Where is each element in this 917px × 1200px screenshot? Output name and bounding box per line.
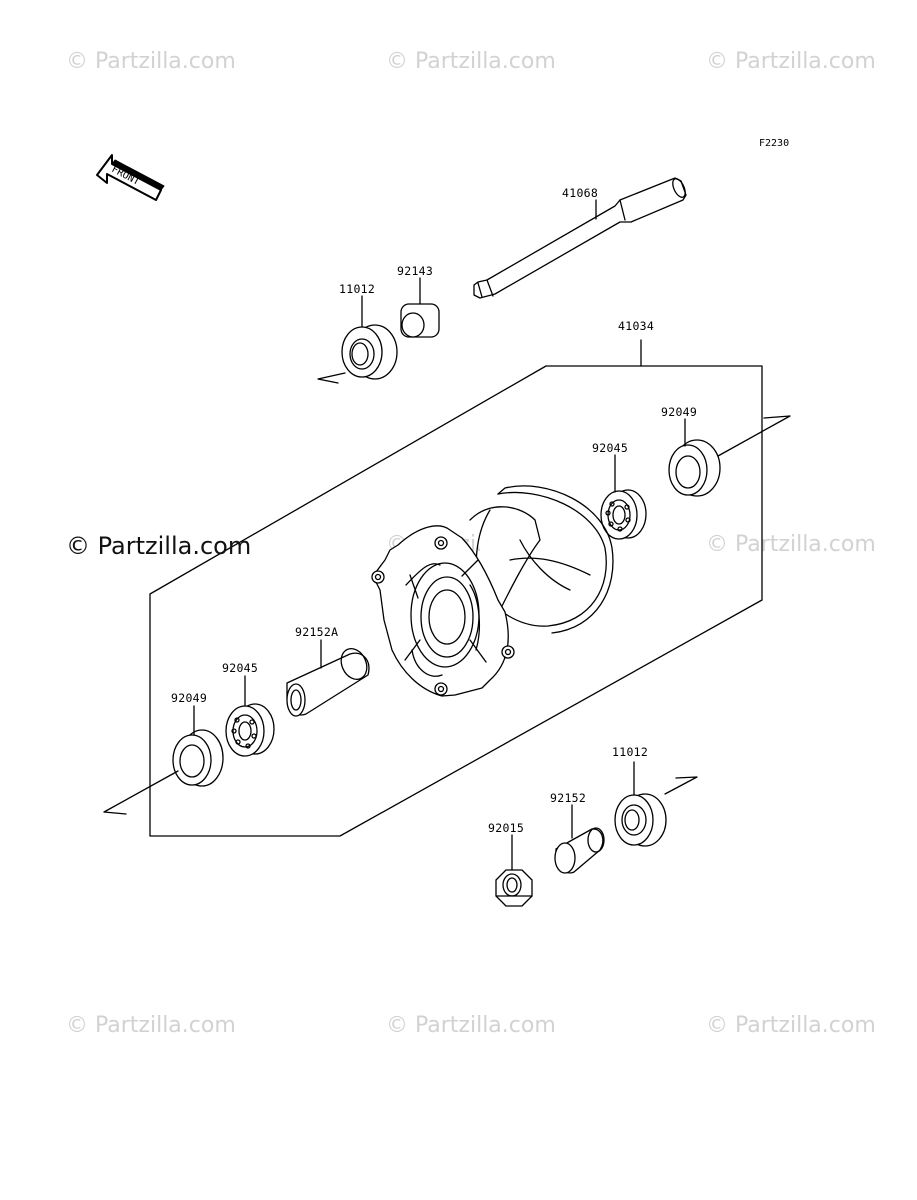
part-label-92045-left[interactable]: 92045 bbox=[222, 661, 259, 675]
collar-92143 bbox=[400, 277, 440, 338]
seal-11012-bottom bbox=[614, 761, 698, 847]
watermark-main: © Partzilla.com bbox=[66, 532, 252, 560]
bearing-92045-right bbox=[600, 454, 647, 540]
part-label-92015[interactable]: 92015 bbox=[488, 821, 525, 835]
part-label-92049-right[interactable]: 92049 bbox=[661, 405, 698, 419]
part-label-41068[interactable]: 41068 bbox=[562, 186, 599, 200]
watermark-bottom-left: © Partzilla.com bbox=[66, 1013, 236, 1038]
watermark-top-right: © Partzilla.com bbox=[706, 49, 876, 74]
part-label-92152[interactable]: 92152 bbox=[550, 791, 587, 805]
diagram-code: F2230 bbox=[759, 138, 790, 149]
part-label-11012-bottom[interactable]: 11012 bbox=[612, 745, 649, 759]
seal-92049-left bbox=[103, 705, 224, 815]
bearing-92045-left bbox=[225, 675, 275, 757]
wheel-hub bbox=[371, 485, 614, 697]
watermark-top-left: © Partzilla.com bbox=[66, 49, 236, 74]
axle-41068 bbox=[473, 177, 687, 299]
part-label-92152A[interactable]: 92152A bbox=[295, 625, 339, 639]
front-arrow-icon: FRONT bbox=[96, 154, 165, 201]
seal-11012-top bbox=[317, 295, 398, 384]
part-label-92143[interactable]: 92143 bbox=[397, 264, 434, 278]
part-label-92049-left[interactable]: 92049 bbox=[171, 691, 208, 705]
watermark-top-center: © Partzilla.com bbox=[386, 49, 556, 74]
collar-92152 bbox=[554, 804, 605, 874]
watermark-bottom-right: © Partzilla.com bbox=[706, 1013, 876, 1038]
nut-92015 bbox=[495, 834, 533, 907]
part-label-41034[interactable]: 41034 bbox=[618, 319, 655, 333]
spacer-92152A bbox=[286, 639, 370, 717]
part-label-92045-right[interactable]: 92045 bbox=[592, 441, 629, 455]
watermark-mid-right: © Partzilla.com bbox=[706, 532, 876, 557]
seal-92049-right bbox=[668, 415, 791, 497]
watermark-bottom-center: © Partzilla.com bbox=[386, 1013, 556, 1038]
assembly-box-outline bbox=[149, 365, 763, 837]
part-label-11012-top[interactable]: 11012 bbox=[339, 282, 376, 296]
